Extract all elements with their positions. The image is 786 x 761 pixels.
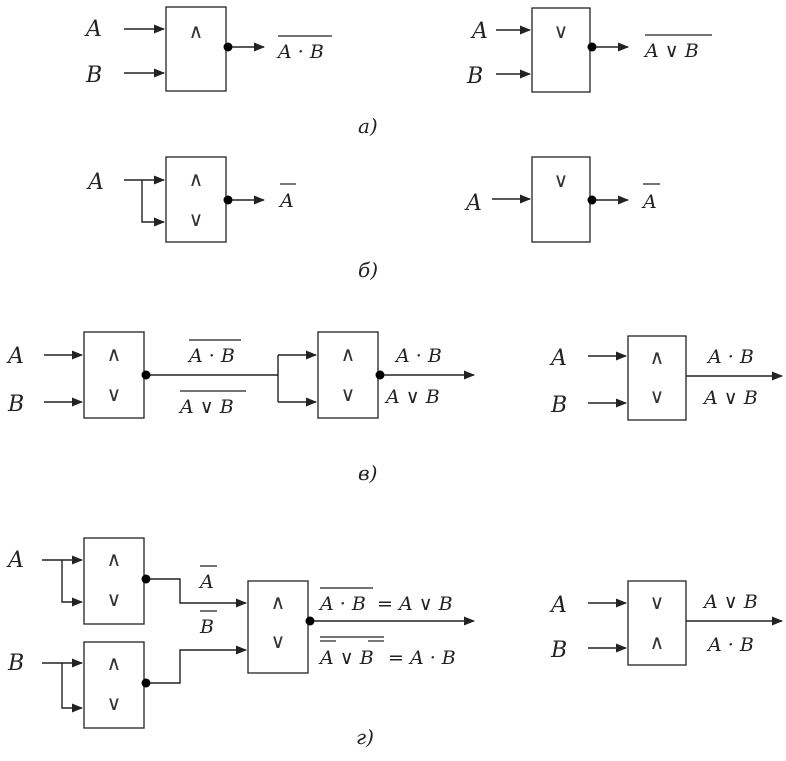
caption-g: г)	[356, 725, 374, 749]
inversion-dot	[587, 42, 597, 52]
caption-a: а)	[358, 114, 378, 138]
output-expression: A ∨ B	[318, 647, 374, 669]
not-a-label: A	[198, 571, 214, 593]
gate-box	[83, 641, 145, 729]
input-label-b: B	[550, 638, 567, 663]
intermediate-expression: A ∨ B	[178, 396, 234, 418]
wire	[61, 560, 84, 607]
inversion-dot	[223, 195, 233, 205]
gate-box	[83, 331, 145, 419]
output-expression: = A · B	[388, 647, 456, 669]
or-symbol: ∨	[650, 590, 665, 614]
output-expression: A · B	[706, 634, 754, 656]
output-expression: A ∨ B	[702, 387, 758, 409]
inversion-dot	[587, 195, 597, 205]
or-symbol: ∨	[554, 168, 569, 192]
gate-box	[627, 335, 687, 421]
gate-box	[627, 580, 687, 666]
or-symbol: ∨	[189, 207, 204, 231]
inversion-dot	[305, 616, 315, 626]
input-label-b: B	[7, 392, 24, 417]
output-expression: A	[278, 190, 294, 212]
output-expression: = A ∨ B	[377, 593, 453, 615]
output-expression: A · B	[706, 346, 754, 368]
or-symbol: ∨	[107, 382, 122, 406]
or-symbol: ∨	[107, 587, 122, 611]
input-label-a: A	[86, 170, 104, 195]
caption-b: б)	[358, 258, 378, 282]
gate-box	[165, 156, 227, 243]
and-symbol: ∧	[341, 342, 356, 366]
section-g: A ∧ ∨ A B ∧ ∨ B ∧ ∨ A · B = A ∨ B A ∨ B	[6, 537, 784, 749]
output-expression: A ∨ B	[384, 386, 440, 408]
input-label-a: A	[6, 548, 24, 573]
output-expression: A · B	[318, 593, 366, 615]
nand-gate-box	[165, 6, 227, 92]
input-label-a: A	[6, 344, 24, 369]
and-symbol: ∧	[107, 651, 122, 675]
input-label-b: B	[550, 393, 567, 418]
or-symbol: ∨	[650, 384, 665, 408]
or-symbol: ∨	[107, 691, 122, 715]
or-symbol: ∨	[271, 629, 286, 653]
output-expression: A · B	[276, 41, 324, 63]
or-symbol: ∨	[554, 19, 569, 43]
intermediate-expression: A · B	[187, 345, 235, 367]
caption-v: в)	[358, 461, 377, 485]
section-b: A ∧ ∨ A A ∨ A б)	[86, 156, 660, 282]
output-expression: A	[641, 191, 657, 213]
output-expression: A · B	[394, 345, 442, 367]
or-symbol: ∨	[341, 382, 356, 406]
and-symbol: ∧	[107, 547, 122, 571]
inversion-dot	[141, 574, 151, 584]
input-label-a: A	[464, 191, 482, 216]
input-label-b: B	[466, 64, 483, 89]
wire	[150, 645, 248, 684]
section-a: A B ∧ A · B A B ∨ A ∨ B а)	[84, 6, 712, 138]
output-expression: A ∨ B	[643, 40, 699, 62]
input-label-a: A	[549, 346, 567, 371]
wire	[61, 663, 84, 713]
input-label-a: A	[549, 593, 567, 618]
wire	[141, 180, 166, 227]
inversion-dot	[141, 678, 151, 688]
input-label-a: A	[84, 17, 102, 42]
inversion-dot	[375, 370, 385, 380]
input-label-b: B	[85, 63, 102, 88]
inversion-dot	[141, 370, 151, 380]
gate-box	[317, 331, 379, 419]
not-b-label: B	[199, 616, 214, 638]
and-symbol: ∧	[189, 167, 204, 191]
inversion-dot	[223, 42, 233, 52]
output-expression: A ∨ B	[702, 591, 758, 613]
and-symbol: ∧	[107, 342, 122, 366]
wire	[150, 578, 248, 608]
and-symbol: ∧	[650, 345, 665, 369]
nor-gate-box	[531, 156, 591, 243]
input-label-b: B	[7, 651, 24, 676]
gate-box	[83, 537, 145, 625]
section-v: A B ∧ ∨ A · B A ∨ B ∧ ∨ A · B A ∨ B A B …	[6, 331, 784, 485]
and-symbol: ∧	[189, 19, 204, 43]
input-label-a: A	[470, 19, 488, 44]
gate-box	[247, 580, 309, 674]
and-symbol: ∧	[271, 590, 286, 614]
and-symbol: ∧	[650, 630, 665, 654]
